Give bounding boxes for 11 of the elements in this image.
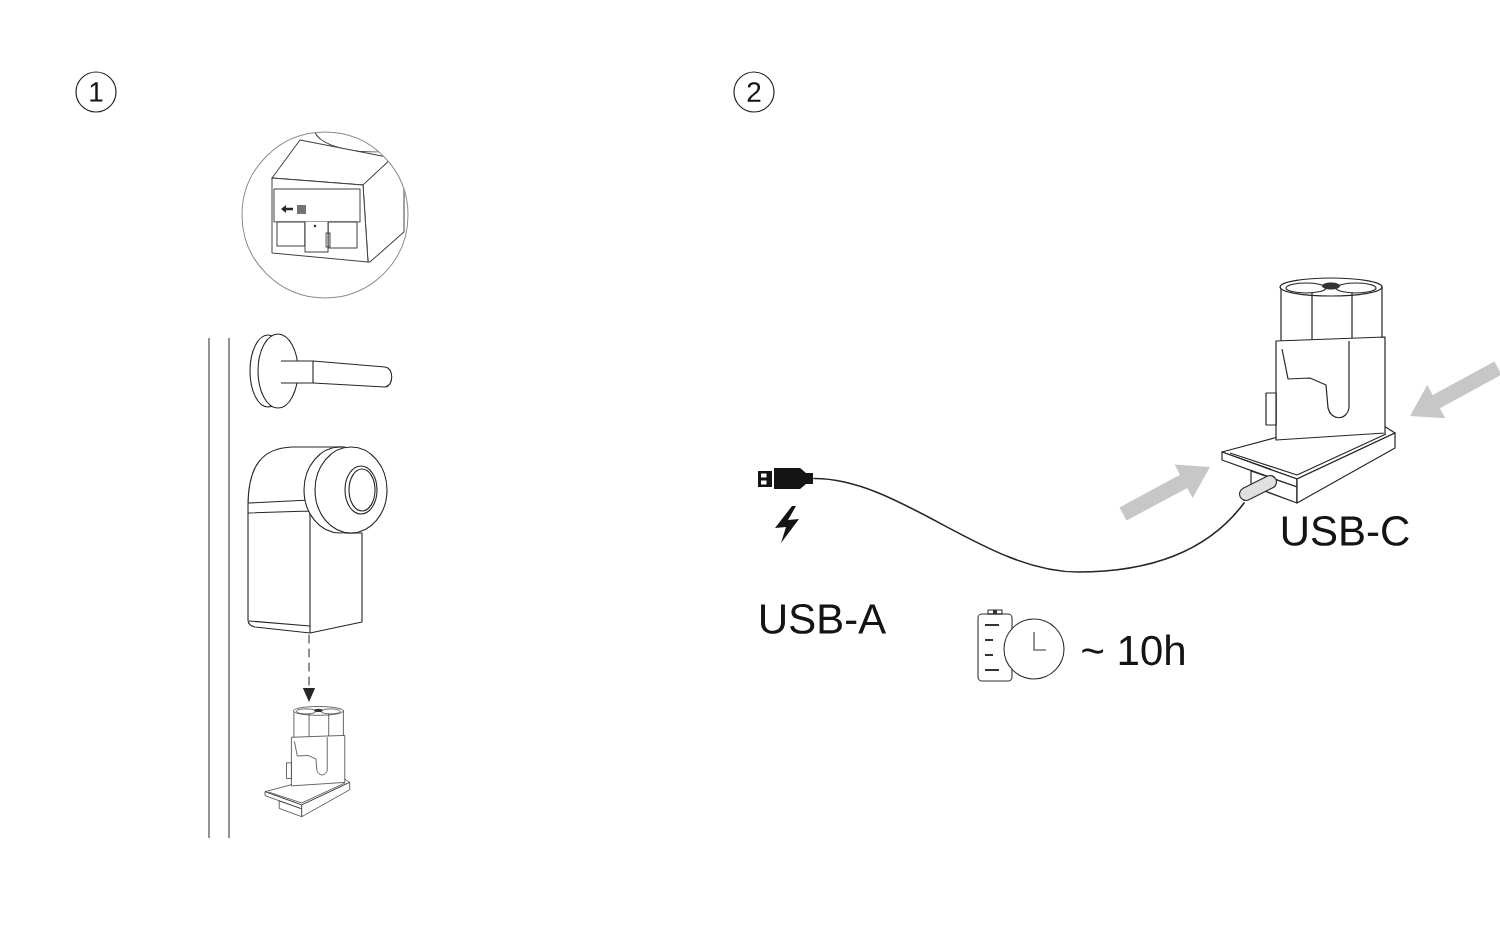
port-label: USB-A: [761, 604, 887, 634]
duration-label: ~ 10h: [1082, 634, 1184, 666]
cable: [813, 477, 1245, 573]
dashed-arrow: [303, 634, 315, 702]
port-label: USB-C: [1282, 516, 1409, 546]
battery-pack: [1221, 277, 1396, 504]
battery-pack: [264, 706, 351, 818]
step-number: 1: [75, 71, 117, 113]
step-number: 2: [733, 71, 775, 113]
usb-plug-icon: [758, 468, 813, 489]
smart-lock: [247, 446, 388, 634]
